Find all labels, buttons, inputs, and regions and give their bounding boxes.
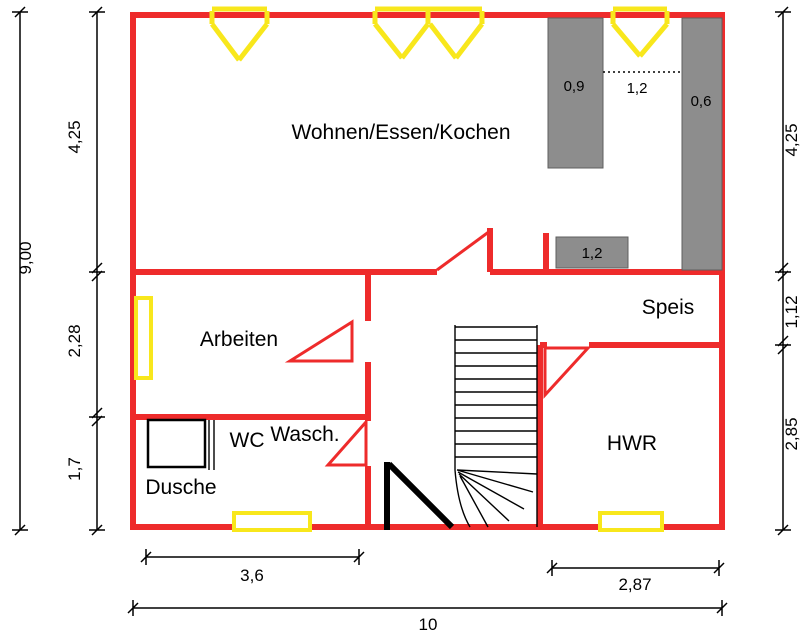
- window-left: [134, 296, 153, 380]
- room-label-office: Arbeiten: [200, 328, 278, 351]
- kitchen-sideboard: [555, 236, 629, 269]
- dim-ticks-bottom-overall: [127, 600, 728, 616]
- dim-ticks-bottom-right: [546, 560, 725, 576]
- dim-ticks-bottom-left: [140, 549, 365, 565]
- dim-label-left-bottom: 1,7: [65, 457, 84, 481]
- window-bottom-right: [598, 511, 664, 532]
- kitchen-counter-right: [681, 17, 723, 271]
- label-counter-right-depth: 0,6: [691, 93, 712, 110]
- windows: [134, 6, 670, 532]
- window-top-center: [372, 6, 485, 60]
- dim-ticks-right: [775, 6, 791, 536]
- room-label-wc: WC: [230, 429, 265, 452]
- dim-label-right-top: 4,25: [782, 123, 801, 156]
- dim-label-right-middle: 1,12: [782, 295, 801, 328]
- furniture: [146, 17, 723, 470]
- room-label-utility: HWR: [607, 432, 657, 455]
- doors: [284, 228, 592, 467]
- stairs-entry-mark: [384, 461, 455, 530]
- room-label-shower: Dusche: [145, 476, 216, 499]
- stairs: [384, 325, 538, 530]
- label-counter-gap: 1,2: [627, 80, 648, 97]
- room-label-living: Wohnen/Essen/Kochen: [291, 121, 510, 144]
- room-label-pantry: Speis: [642, 296, 695, 319]
- room-labels: Wohnen/Essen/Kochen Arbeiten Speis WC Wa…: [145, 121, 694, 499]
- dim-ticks-left-outer: [12, 6, 28, 536]
- dim-label-left-middle: 2,28: [65, 324, 84, 357]
- furniture-labels: 0,9 1,2 0,6 1,2: [564, 78, 712, 262]
- dim-label-bottom-right: 2,87: [618, 575, 651, 594]
- door-swing-wc: [324, 418, 368, 467]
- dim-label-right-bottom: 2,85: [782, 417, 801, 450]
- dimension-labels: 9,00 4,25 2,28 1,7 4,25 1,12 2,85 3,6 2,…: [16, 120, 801, 634]
- door-swing-office: [284, 319, 354, 363]
- kitchen-counter-left: [547, 17, 604, 169]
- label-sideboard-width: 1,2: [582, 245, 603, 262]
- stairs-winders: [454, 469, 538, 528]
- window-top-right: [610, 6, 670, 58]
- stairs-treads: [454, 325, 538, 527]
- dim-label-bottom-left: 3,6: [240, 566, 264, 585]
- shower-partition: [208, 420, 215, 470]
- room-label-laundry: Wasch.: [270, 423, 339, 446]
- door-swing-hwr: [543, 346, 592, 399]
- dim-label-overall-width: 10: [419, 615, 438, 634]
- window-bottom-left: [232, 511, 312, 532]
- shower-tray: [146, 418, 207, 469]
- dimension-lines: [12, 6, 791, 616]
- door-swing-living: [436, 228, 492, 272]
- dim-label-overall-height: 9,00: [16, 241, 35, 274]
- dim-label-left-top: 4,25: [65, 120, 84, 153]
- window-top-left: [209, 6, 270, 62]
- label-counter-left-depth: 0,9: [564, 78, 585, 95]
- dim-ticks-left-inner: [89, 6, 105, 536]
